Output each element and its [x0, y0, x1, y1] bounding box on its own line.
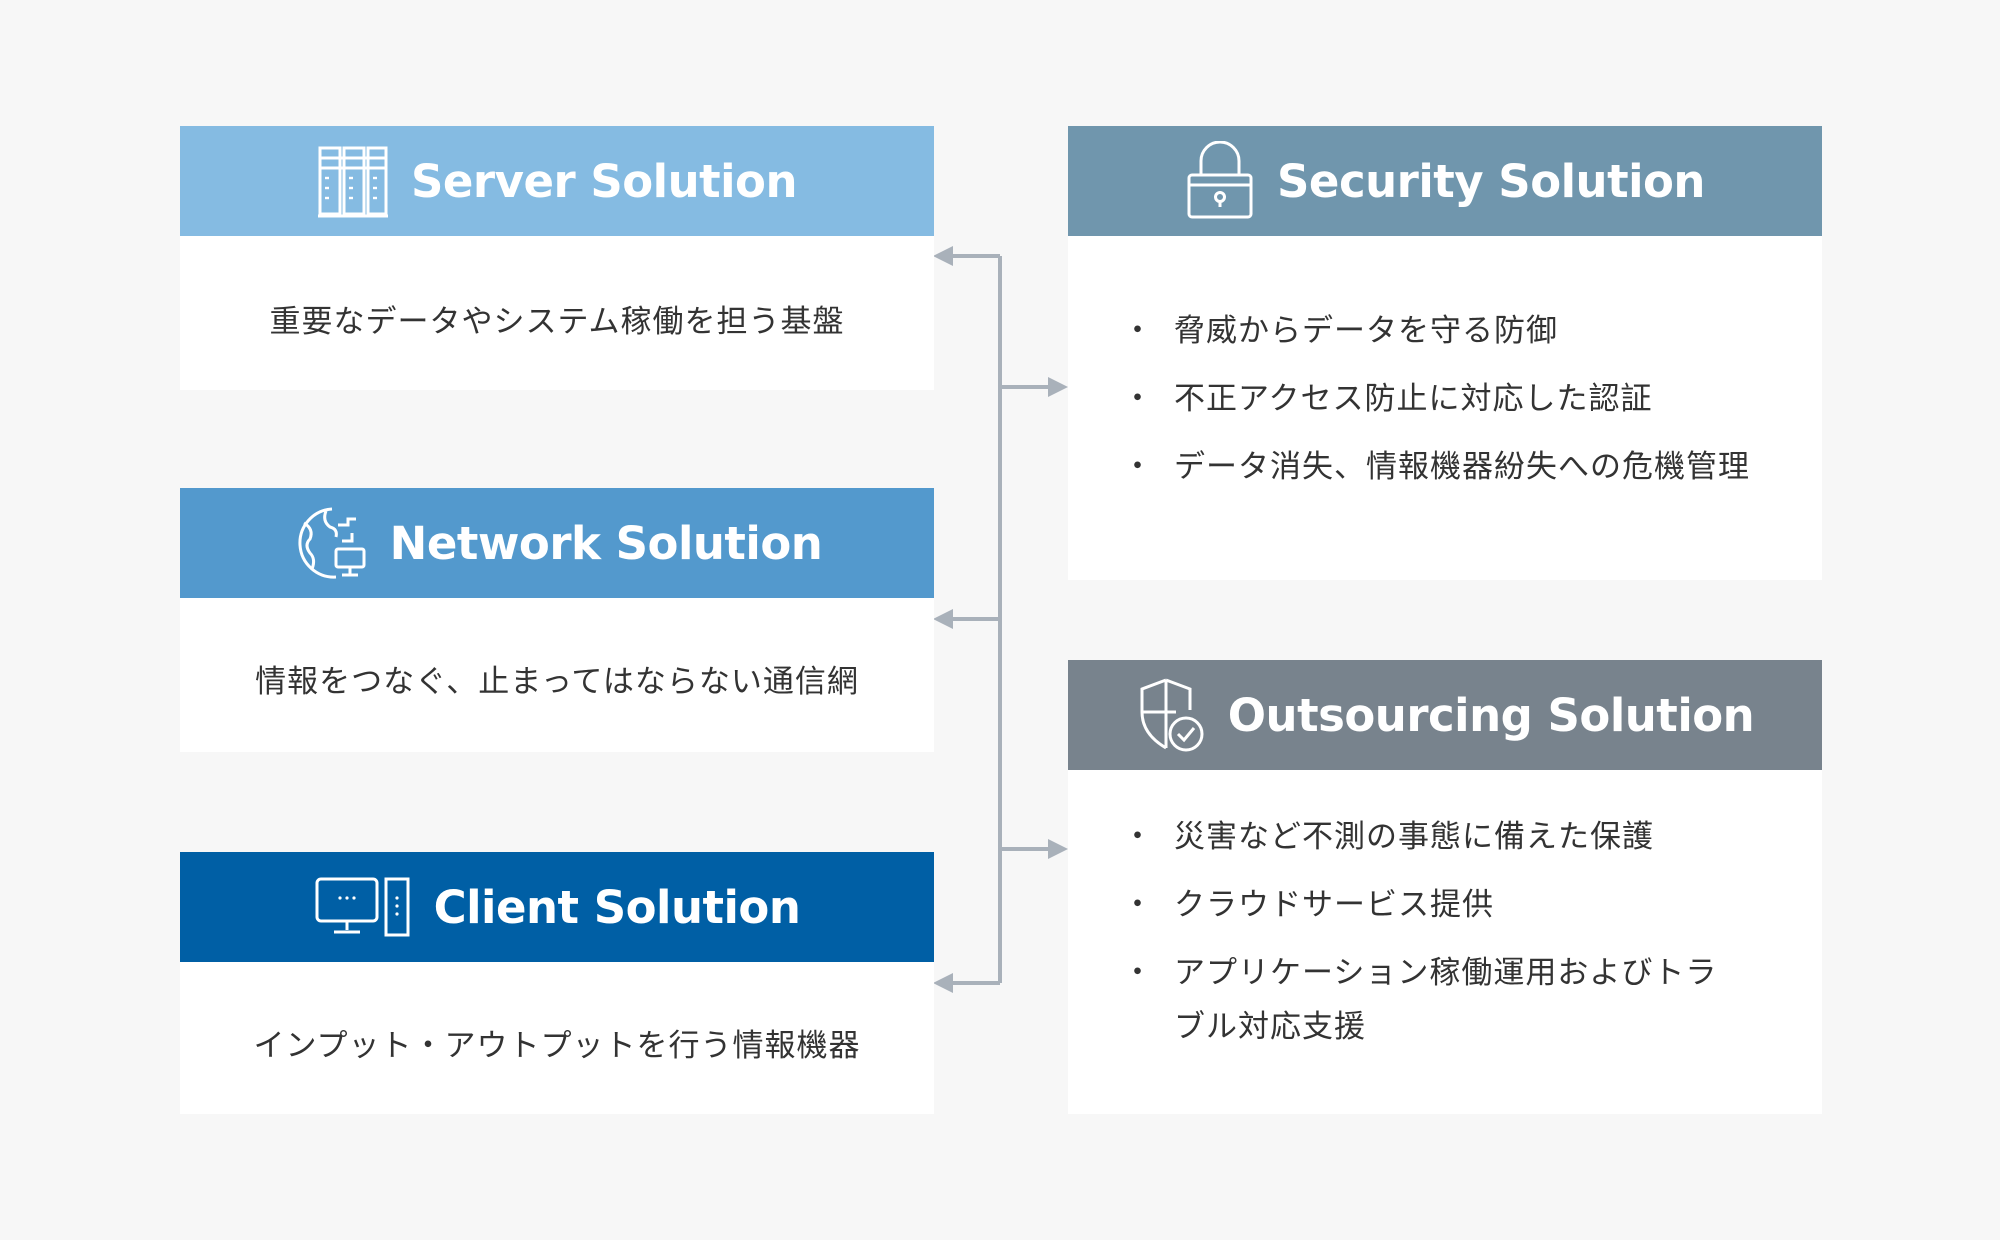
arrowhead-security [1048, 377, 1068, 397]
arrowhead-client [933, 973, 953, 993]
list-item: ・クラウドサービス提供 [1114, 878, 1802, 932]
outsourcing-solution-list: ・災害など不測の事態に備えた保護 ・クラウドサービス提供 ・アプリケーション稼働… [1114, 810, 1802, 1068]
server-rack-icon [317, 144, 389, 218]
arrowhead-server [933, 246, 953, 266]
client-solution-card: Client Solution インプット・アウトプットを行う情報機器 [180, 852, 934, 1114]
arrowhead-outsourcing [1048, 839, 1068, 859]
network-solution-header: Network Solution [180, 488, 934, 598]
list-item: ・データ消失、情報機器紛失への危機管理 [1114, 440, 1802, 494]
bullet-mark: ・ [1122, 819, 1154, 855]
server-solution-header: Server Solution [180, 126, 934, 236]
list-item: ・災害など不測の事態に備えた保護 [1114, 810, 1802, 864]
client-solution-description: インプット・アウトプットを行う情報機器 [253, 1028, 861, 1064]
outsourcing-item-2: クラウドサービス提供 [1174, 887, 1494, 923]
client-solution-header: Client Solution [180, 852, 934, 962]
security-item-1: 脅威からデータを守る防御 [1174, 313, 1558, 349]
network-solution-description: 情報をつなぐ、止まってはならない通信網 [255, 664, 859, 700]
bullet-mark: ・ [1122, 313, 1154, 349]
security-solution-header: Security Solution [1068, 126, 1822, 236]
network-solution-card: Network Solution 情報をつなぐ、止まってはならない通信網 [180, 488, 934, 752]
desktop-pc-icon [314, 876, 412, 938]
padlock-icon [1185, 141, 1255, 221]
security-solution-title: Security Solution [1277, 154, 1705, 208]
shield-check-icon [1136, 676, 1206, 754]
list-item: ・アプリケーション稼働運用およびトラブル対応支援 [1114, 946, 1802, 1054]
server-solution-card: Server Solution 重要なデータやシステム稼働を担う基盤 [180, 126, 934, 390]
outsourcing-solution-card: Outsourcing Solution ・災害など不測の事態に備えた保護 ・ク… [1068, 660, 1822, 1114]
network-solution-title: Network Solution [389, 516, 823, 570]
arrowhead-network [933, 609, 953, 629]
globe-network-icon [292, 505, 368, 581]
security-solution-card: Security Solution ・脅威からデータを守る防御 ・不正アクセス防… [1068, 126, 1822, 580]
list-item: ・不正アクセス防止に対応した認証 [1114, 372, 1802, 426]
bullet-mark: ・ [1122, 887, 1154, 923]
security-item-2: 不正アクセス防止に対応した認証 [1174, 381, 1653, 417]
client-solution-title: Client Solution [433, 880, 801, 934]
outsourcing-solution-title: Outsourcing Solution [1227, 688, 1755, 742]
bullet-mark: ・ [1122, 449, 1154, 485]
list-item: ・脅威からデータを守る防御 [1114, 304, 1802, 358]
server-solution-description: 重要なデータやシステム稼働を担う基盤 [269, 304, 845, 340]
bullet-mark: ・ [1122, 955, 1154, 991]
security-item-3: データ消失、情報機器紛失への危機管理 [1174, 449, 1750, 485]
security-solution-list: ・脅威からデータを守る防御 ・不正アクセス防止に対応した認証 ・データ消失、情報… [1114, 304, 1802, 508]
outsourcing-item-1: 災害など不測の事態に備えた保護 [1174, 819, 1654, 855]
bullet-mark: ・ [1122, 381, 1154, 417]
server-solution-title: Server Solution [410, 154, 798, 208]
outsourcing-solution-header: Outsourcing Solution [1068, 660, 1822, 770]
outsourcing-item-3: アプリケーション稼働運用およびトラブル対応支援 [1174, 955, 1718, 1045]
